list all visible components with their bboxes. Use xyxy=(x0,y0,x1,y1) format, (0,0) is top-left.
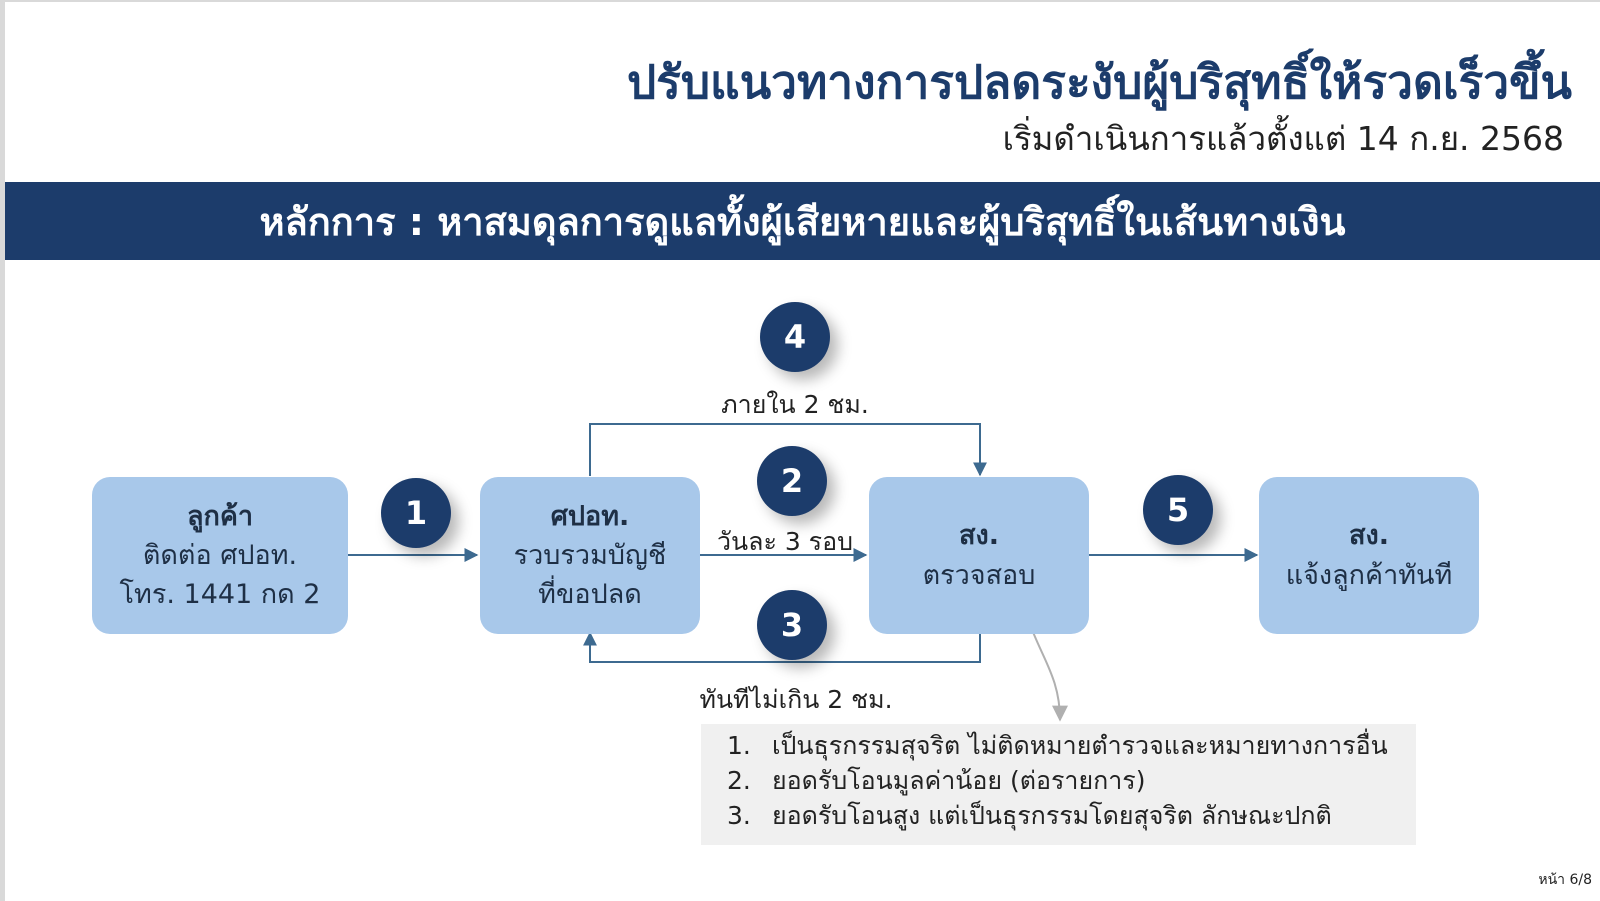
list-item: 3. ยอดรับโอนสูง แต่เป็นธุรกรรมโดยสุจริต … xyxy=(727,798,1416,833)
step-2-label: วันละ 3 รอบ xyxy=(717,527,853,556)
step-3-badge: 3 xyxy=(757,590,827,660)
list-item-number: 2. xyxy=(727,766,751,795)
notify-box-title: สง. xyxy=(1349,520,1389,552)
criteria-list: 1. เป็นธุรกรรมสุจริต ไม่ติดหมายตำรวจและห… xyxy=(701,724,1416,845)
page-title: ปรับแนวทางการปลดระงับผู้บริสุทธิ์ให้รวดเ… xyxy=(626,55,1572,109)
step-4-label: ภายใน 2 ชม. xyxy=(721,390,869,419)
step-5-badge: 5 xyxy=(1143,475,1213,545)
list-item-number: 3. xyxy=(727,801,751,830)
arrow-step4 xyxy=(589,423,987,477)
center-box: ศปอท. รวบรวมบัญชี ที่ขอปลด xyxy=(480,477,700,634)
verify-box-title: สง. xyxy=(959,520,999,552)
customer-box-line2: โทร. 1441 กด 2 xyxy=(119,579,321,611)
customer-box: ลูกค้า ติดต่อ ศปอท. โทร. 1441 กด 2 xyxy=(92,477,348,634)
slide: ปรับแนวทางการปลดระงับผู้บริสุทธิ์ให้รวดเ… xyxy=(5,2,1600,901)
step-2-badge: 2 xyxy=(757,446,827,516)
step-3-label: ทันทีไม่เกิน 2 ชม. xyxy=(699,685,893,714)
list-item-text: เป็นธุรกรรมสุจริต ไม่ติดหมายตำรวจและหมาย… xyxy=(772,731,1388,760)
arrow-criteria xyxy=(1032,631,1068,722)
verify-box-line1: ตรวจสอบ xyxy=(922,559,1036,591)
principle-banner: หลักการ : หาสมดุลการดูแลทั้งผู้เสียหายแล… xyxy=(5,182,1600,260)
center-box-title: ศปอท. xyxy=(550,500,630,532)
notify-box-line1: แจ้งลูกค้าทันที xyxy=(1285,559,1453,591)
center-box-line2: ที่ขอปลด xyxy=(538,579,642,611)
list-item: 1. เป็นธุรกรรมสุจริต ไม่ติดหมายตำรวจและห… xyxy=(727,728,1416,763)
notify-box: สง. แจ้งลูกค้าทันที xyxy=(1259,477,1479,634)
center-box-line1: รวบรวมบัญชี xyxy=(513,539,667,571)
list-item-text: ยอดรับโอนมูลค่าน้อย (ต่อรายการ) xyxy=(772,766,1146,795)
step-4-badge: 4 xyxy=(760,302,830,372)
list-item: 2. ยอดรับโอนมูลค่าน้อย (ต่อรายการ) xyxy=(727,763,1416,798)
verify-box: สง. ตรวจสอบ xyxy=(869,477,1089,634)
list-item-number: 1. xyxy=(727,731,751,760)
step-1-badge: 1 xyxy=(381,478,451,548)
flow-arrows xyxy=(348,423,1259,722)
customer-box-title: ลูกค้า xyxy=(186,500,254,532)
customer-box-line1: ติดต่อ ศปอท. xyxy=(142,539,298,571)
arrow-step3 xyxy=(583,631,981,663)
page-subtitle: เริ่มดำเนินการแล้วตั้งแต่ 14 ก.ย. 2568 xyxy=(1002,119,1564,158)
page-number: หน้า 6/8 xyxy=(1538,872,1592,888)
list-item-text: ยอดรับโอนสูง แต่เป็นธุรกรรมโดยสุจริต ลัก… xyxy=(772,801,1332,830)
